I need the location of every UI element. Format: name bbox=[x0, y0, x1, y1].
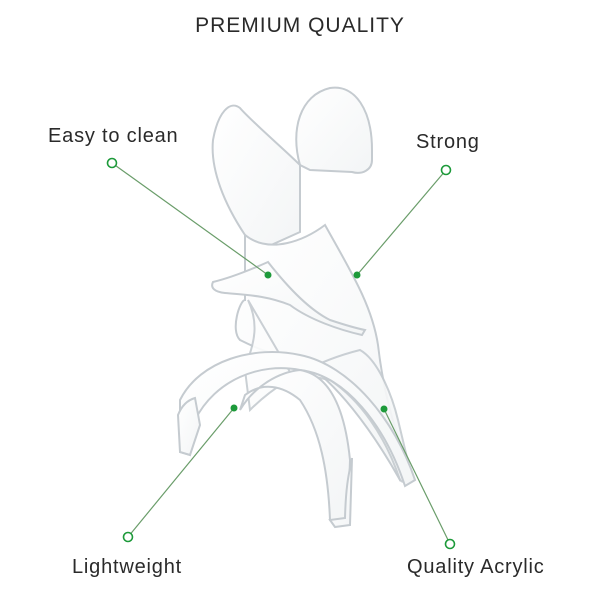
endpoint-lightweight bbox=[122, 531, 134, 543]
callout-easy-to-clean: Easy to clean bbox=[48, 125, 179, 147]
leader-lines bbox=[111, 162, 451, 545]
page-title: PREMIUM QUALITY bbox=[195, 14, 405, 37]
marker-lightweight bbox=[230, 404, 238, 412]
endpoint-quality-acrylic bbox=[444, 538, 456, 550]
callout-strong: Strong bbox=[416, 131, 480, 153]
callout-lightweight: Lightweight bbox=[72, 556, 182, 578]
stand-arch bbox=[176, 351, 417, 529]
marker-quality-acrylic bbox=[380, 405, 388, 413]
endpoint-easy-to-clean bbox=[106, 157, 118, 169]
leader-easy-to-clean bbox=[111, 162, 269, 276]
leader-quality-acrylic bbox=[383, 408, 451, 545]
callout-quality-acrylic: Quality Acrylic bbox=[407, 556, 545, 578]
leader-lightweight bbox=[127, 407, 235, 538]
marker-strong bbox=[353, 271, 361, 279]
leader-strong bbox=[356, 169, 447, 276]
endpoint-strong bbox=[440, 164, 452, 176]
endpoint-circles bbox=[106, 157, 456, 550]
stand-body bbox=[211, 86, 412, 483]
marker-dots bbox=[230, 271, 388, 413]
marker-easy-to-clean bbox=[264, 271, 272, 279]
